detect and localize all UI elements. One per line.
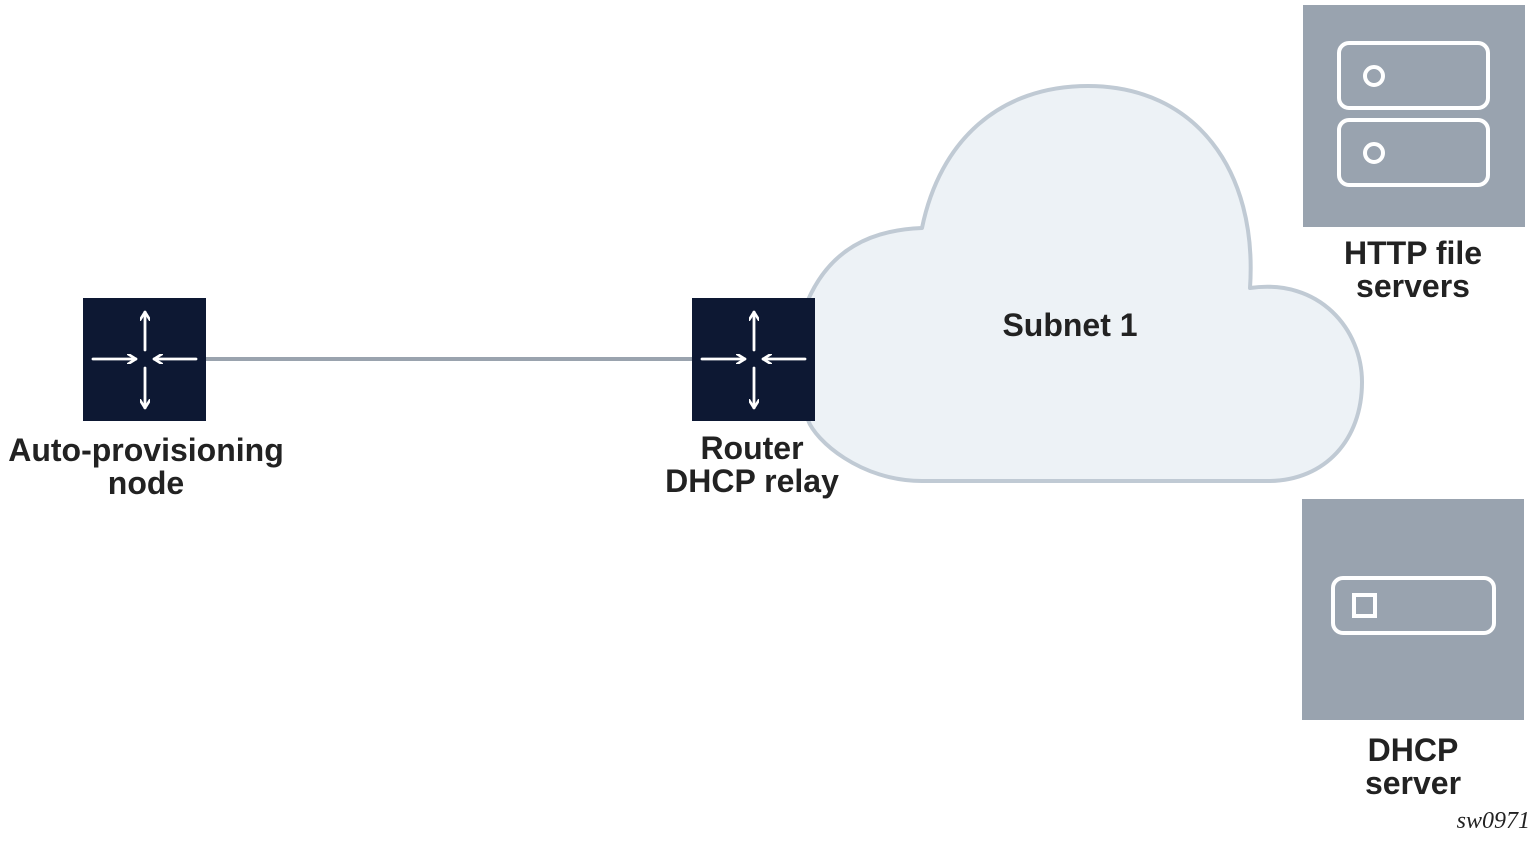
dhcp-server-label-line1: DHCP	[1368, 732, 1459, 768]
figure-id: sw0971	[1457, 808, 1530, 834]
router-dhcp-relay-node[interactable]: Router DHCP relay	[665, 298, 839, 499]
auto-provisioning-label-line2: node	[108, 465, 184, 501]
auto-provisioning-node[interactable]: Auto-provisioning node	[8, 298, 284, 501]
http-file-servers-node[interactable]: HTTP file servers	[1303, 5, 1525, 304]
dhcp-server-label-line2: server	[1365, 765, 1461, 801]
server-icon	[1302, 499, 1524, 720]
auto-provisioning-label-line1: Auto-provisioning	[8, 432, 284, 468]
http-servers-label-line2: servers	[1356, 268, 1470, 304]
subnet-label: Subnet 1	[1002, 307, 1137, 343]
server-stack-icon	[1303, 5, 1525, 227]
cloud-icon	[806, 84, 1364, 483]
http-servers-label-line1: HTTP file	[1344, 235, 1482, 271]
dhcp-server-node[interactable]: DHCP server	[1302, 499, 1524, 801]
router-label-line2: DHCP relay	[665, 463, 839, 499]
router-label-line1: Router	[700, 430, 803, 466]
